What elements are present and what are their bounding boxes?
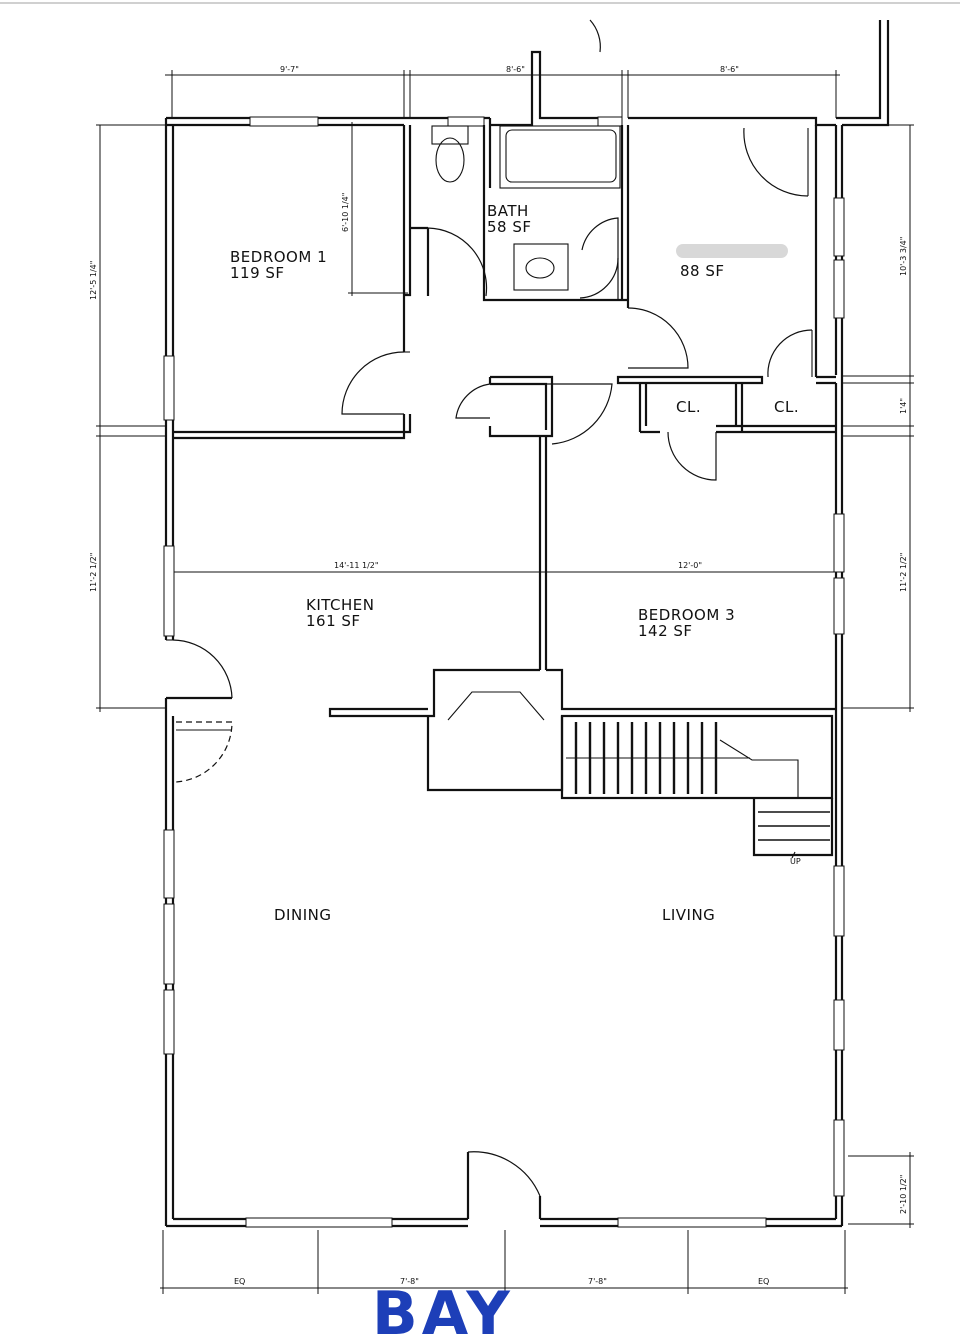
interior-walls [173, 125, 836, 857]
closet-a-label: CL. [676, 398, 701, 416]
dim-top-mid: 8'-6" [506, 65, 525, 74]
dim-right-upper: 10'-3 3/4" [899, 237, 908, 276]
stair-up-label: UP [790, 857, 801, 866]
bedroom2-area: 88 SF [680, 262, 725, 280]
bay-annotation: BAY [372, 1279, 514, 1341]
dim-bottom-1: EQ [234, 1277, 245, 1286]
dim-left-lower: 11'-2 1/2" [89, 553, 98, 592]
room-labels: BEDROOM 1 119 SF BATH 58 SF 88 SF KITCHE… [230, 202, 801, 924]
dim-bedroom1-inner: 6'-10 1/4" [341, 193, 350, 232]
bedroom3-area: 142 SF [638, 622, 693, 640]
dim-bottom-2: 7'-8" [400, 1277, 419, 1286]
bedroom2-name-blurred [676, 244, 788, 258]
living-label: LIVING [662, 906, 715, 924]
closet-b-label: CL. [774, 398, 799, 416]
dim-top-left: 9'-7" [280, 65, 299, 74]
bedroom1-name: BEDROOM 1 [230, 248, 327, 266]
exterior-walls [164, 20, 890, 1228]
dim-right-small: 1'4" [899, 398, 908, 414]
bath-name: BATH [487, 202, 529, 220]
doors [166, 19, 813, 1197]
dim-top-right: 8'-6" [720, 65, 739, 74]
dim-kitchen-width: 14'-11 1/2" [334, 561, 379, 570]
dim-right-lower: 11'-2 1/2" [899, 553, 908, 592]
kitchen-name: KITCHEN [306, 596, 375, 614]
bedroom3-name: BEDROOM 3 [638, 606, 735, 624]
dimension-labels: 9'-7" 8'-6" 8'-6" 14'-11 1/2" 12'-0" EQ … [89, 65, 908, 1286]
bedroom1-area: 119 SF [230, 264, 285, 282]
windows [163, 116, 845, 1228]
dining-label: DINING [274, 906, 331, 924]
dim-bottom-4: EQ [758, 1277, 769, 1286]
dim-left-upper: 12'-5 1/4" [89, 261, 98, 300]
dimension-lines [96, 70, 914, 1294]
kitchen-area: 161 SF [306, 612, 361, 630]
dim-bottom-3: 7'-8" [588, 1277, 607, 1286]
bath-area: 58 SF [487, 218, 532, 236]
dim-right-bottom: 2'-10 1/2" [899, 1175, 908, 1214]
stair-treads [566, 722, 830, 841]
dim-bedroom3-width: 12'-0" [678, 561, 702, 570]
